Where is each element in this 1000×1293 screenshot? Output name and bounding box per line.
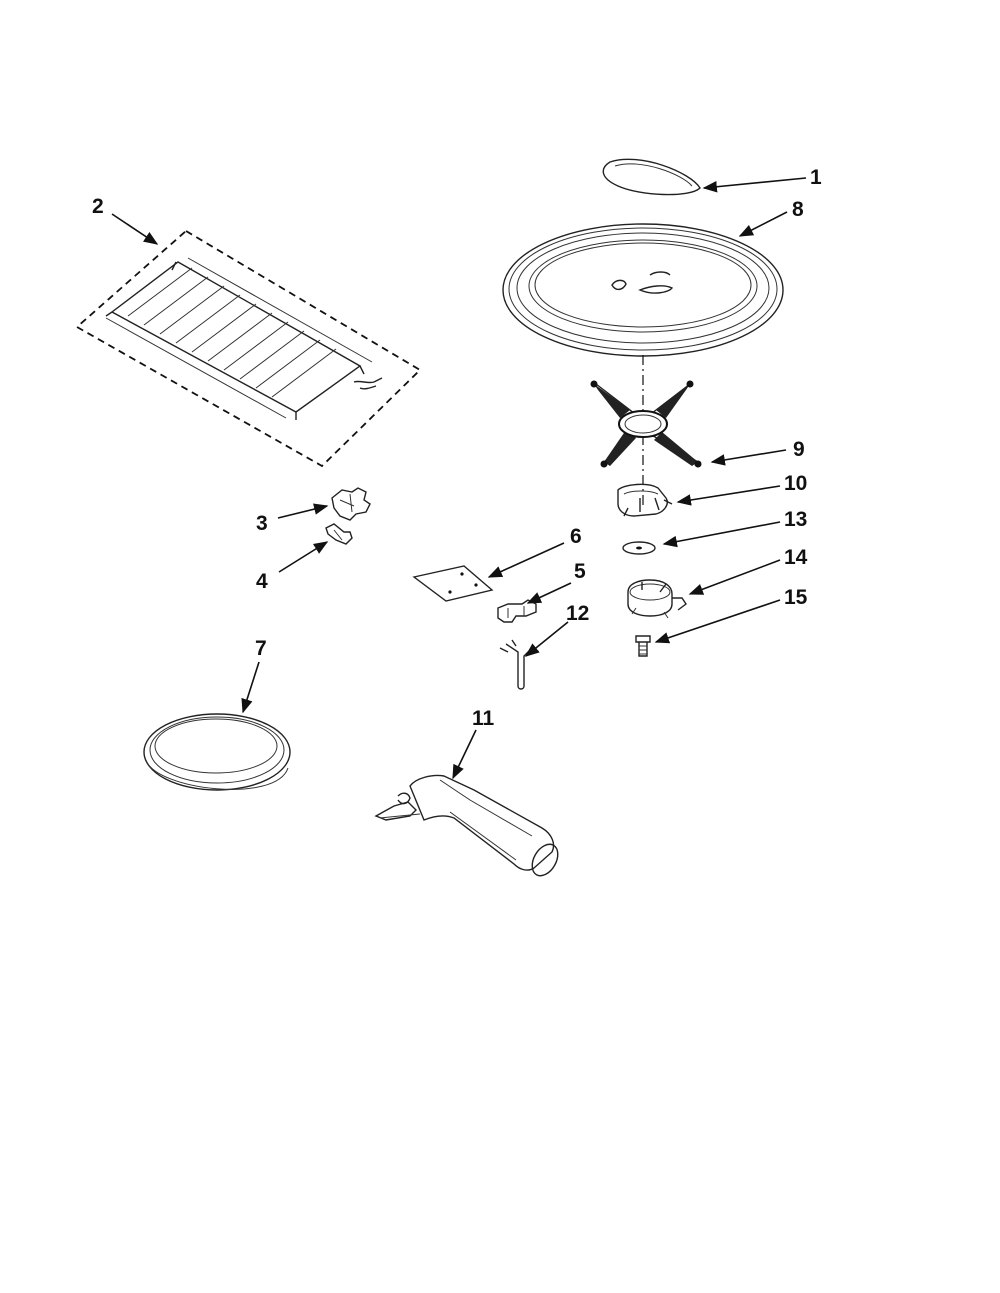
part-12-wire-hook <box>499 639 531 690</box>
leader-9 <box>710 449 787 466</box>
callout-7: 7 <box>255 637 267 660</box>
callout-3: 3 <box>256 512 268 535</box>
leader-11 <box>452 729 477 780</box>
part-8-turntable-tray <box>502 223 784 357</box>
leader-8 <box>738 211 788 237</box>
part-13-washer <box>622 541 656 555</box>
part-5-latch <box>497 599 537 623</box>
part-1-pad <box>602 158 701 196</box>
part-2-wire-rack <box>75 229 422 468</box>
leader-10 <box>676 485 781 506</box>
callout-12: 12 <box>566 602 589 625</box>
leader-12 <box>524 621 569 657</box>
leader-4 <box>278 541 329 573</box>
part-6-plate <box>412 565 494 602</box>
part-10-coupler <box>617 483 673 517</box>
part-4-clip <box>325 523 353 545</box>
callout-13: 13 <box>784 508 807 531</box>
part-7-round-pan <box>143 713 291 791</box>
leader-3 <box>277 503 329 519</box>
callout-2: 2 <box>92 195 104 218</box>
leader-15 <box>654 599 781 644</box>
callout-6: 6 <box>570 525 582 548</box>
part-15-screw <box>635 635 651 657</box>
part-9-roller-support <box>590 380 702 468</box>
callout-10: 10 <box>784 472 807 495</box>
callout-15: 15 <box>784 586 808 609</box>
callout-4: 4 <box>256 570 268 593</box>
callout-14: 14 <box>784 546 808 569</box>
leader-2 <box>111 213 159 245</box>
callout-5: 5 <box>574 560 586 583</box>
part-14-motor <box>627 579 687 619</box>
leader-14 <box>688 559 781 595</box>
leader-6 <box>487 542 565 578</box>
leader-1 <box>702 177 807 193</box>
part-3-bracket <box>331 487 371 521</box>
leader-7 <box>241 661 260 714</box>
callout-8: 8 <box>792 198 804 221</box>
callout-1: 1 <box>810 166 822 189</box>
callout-11: 11 <box>472 707 495 730</box>
leader-13 <box>662 521 781 548</box>
callout-9: 9 <box>793 438 805 461</box>
part-11-duct <box>374 774 559 877</box>
leader-5 <box>526 582 572 604</box>
